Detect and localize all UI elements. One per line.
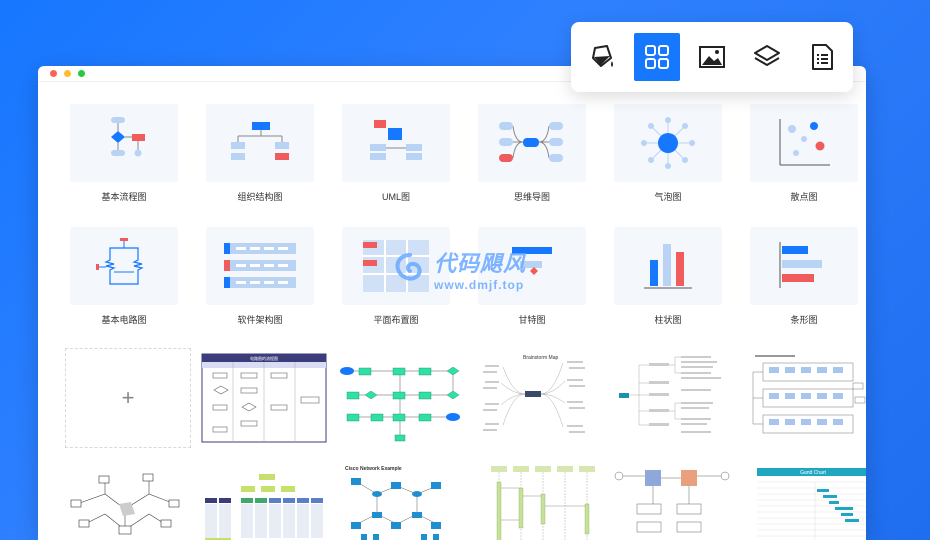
image-icon (699, 46, 725, 68)
gantt-icon (478, 227, 586, 305)
scatter-plot-icon (750, 104, 858, 182)
category-label: 散点图 (790, 192, 818, 202)
category-card-uml[interactable]: UML图 (342, 104, 450, 203)
template-cisco-network[interactable]: Cisco Network Example (337, 464, 463, 540)
window-titlebar (38, 66, 866, 82)
document-list-icon (812, 44, 833, 70)
bar-chart-icon (750, 227, 858, 305)
image-button[interactable] (689, 33, 735, 81)
category-label: UML图 (381, 192, 410, 202)
flowchart-icon (70, 104, 178, 182)
floating-toolbar (571, 22, 853, 92)
category-label: 甘特图 (518, 315, 546, 325)
category-label: 基本电路图 (101, 315, 147, 325)
category-card-bubble-chart[interactable]: 气泡图 (614, 104, 722, 203)
category-card-circuit[interactable]: 基本电路图 (70, 227, 178, 326)
template-cross-functional-flowchart[interactable]: 电路图的流程图 (201, 353, 327, 445)
bubble-chart-icon (614, 104, 722, 182)
category-label: 条形图 (790, 315, 818, 325)
template-gantt-chart[interactable]: Gantt Chart (745, 464, 866, 540)
template-control-diagram[interactable] (609, 464, 735, 540)
category-label: 基本流程图 (101, 192, 147, 202)
category-card-flowchart[interactable]: 基本流程图 (70, 104, 178, 203)
category-card-scatter-plot[interactable]: 散点图 (750, 104, 858, 203)
circuit-icon (70, 227, 178, 305)
plus-icon: + (121, 385, 135, 410)
maximize-window-dot[interactable] (78, 70, 85, 77)
template-title: Gantt Chart (800, 470, 826, 476)
category-label: 气泡图 (654, 192, 682, 202)
category-label: 平面布置图 (373, 315, 419, 325)
uml-icon (342, 104, 450, 182)
category-card-mind-map[interactable]: 思维导图 (478, 104, 586, 203)
category-label: 组织结构图 (237, 192, 283, 202)
hurricane-logo-icon (395, 253, 422, 281)
watermark-title: 代码飓风 (434, 251, 527, 276)
category-card-column-chart[interactable]: 柱状图 (614, 227, 722, 326)
template-title: 电路图的流程图 (250, 355, 278, 361)
category-label: 思维导图 (513, 192, 550, 202)
fill-style-button[interactable] (579, 33, 625, 81)
templates-button[interactable] (634, 33, 680, 81)
app-window: 基本流程图 组织结构图 (38, 66, 866, 540)
template-network-folders[interactable] (745, 353, 866, 445)
template-title: Cisco Network Example (345, 466, 402, 472)
close-window-dot[interactable] (50, 70, 57, 77)
minimize-window-dot[interactable] (64, 70, 71, 77)
column-chart-icon (614, 227, 722, 305)
template-brainstorm-map[interactable]: Brainstorm Map (473, 353, 599, 445)
category-card-gantt[interactable]: 甘特图 (478, 227, 586, 326)
blank-template-card[interactable]: + (65, 348, 191, 448)
category-label: 软件架构图 (237, 315, 283, 325)
org-chart-icon (206, 104, 314, 182)
template-process-flowchart[interactable] (337, 353, 463, 445)
template-org-chart-green[interactable] (201, 464, 327, 540)
template-tree-diagram[interactable] (609, 353, 735, 445)
category-label: 柱状图 (654, 315, 682, 325)
category-card-software-architecture[interactable]: 软件架构图 (206, 227, 314, 326)
mind-map-icon (478, 104, 586, 182)
template-network-diagram[interactable] (65, 464, 191, 540)
layers-button[interactable] (744, 33, 790, 81)
layers-icon (754, 45, 780, 66)
category-card-org-chart[interactable]: 组织结构图 (206, 104, 314, 203)
watermark: 代码飓风 www.dmjf.top (392, 246, 526, 292)
document-outline-button[interactable] (799, 33, 845, 81)
template-swimlane[interactable] (473, 464, 599, 540)
category-card-bar-chart[interactable]: 条形图 (750, 227, 858, 326)
template-title: Brainstorm Map (523, 355, 559, 361)
fill-bucket-icon (592, 45, 613, 67)
software-architecture-icon (206, 227, 314, 305)
template-grid-icon (645, 45, 669, 69)
watermark-url: www.dmjf.top (434, 278, 525, 292)
